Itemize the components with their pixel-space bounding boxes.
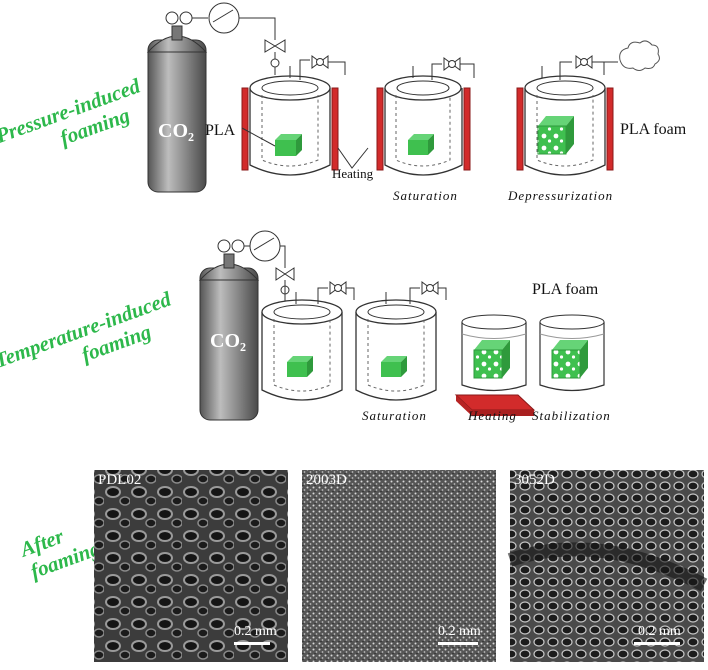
co2-cylinder-1 — [146, 2, 286, 193]
pla-label: PLA — [205, 122, 236, 139]
sem-scale-text-1: 0.2 mm — [234, 624, 277, 639]
heating-label-2: Heating — [467, 408, 517, 423]
sem-label-2: 2003D — [306, 472, 347, 488]
saturation-label-2: Saturation — [362, 408, 427, 423]
sem-scale-bar-1 — [234, 642, 270, 645]
sem-image-pdl02 — [94, 470, 288, 662]
saturation-label-1: Saturation — [393, 188, 458, 203]
vessel-a — [261, 281, 355, 401]
sem-scale-text-2: 0.2 mm — [438, 624, 481, 639]
co2-label-1: CO₂ — [158, 120, 194, 142]
co2-cylinder-2 — [198, 230, 295, 421]
sem-label-3: 3052D — [514, 472, 555, 488]
sem-row — [94, 470, 708, 662]
sem-panel-3: 3052D 0.2 mm — [510, 470, 704, 662]
vessel-2 — [376, 57, 475, 176]
sem-scale-bar-2 — [438, 642, 478, 645]
pla-foam-label-2: PLA foam — [532, 281, 599, 298]
sem-label-1: PDL02 — [98, 472, 142, 488]
heating-label-1: Heating — [332, 166, 374, 181]
sem-panel-2: 2003D 0.2 mm — [302, 470, 496, 662]
pressure-row: CO₂ PLA Heating — [146, 2, 687, 203]
stabilization-label: Stabilization — [532, 408, 611, 423]
vessel-b — [355, 281, 447, 401]
temperature-row: CO₂ — [198, 230, 611, 423]
vessel-3 — [516, 40, 660, 176]
co2-label-2: CO₂ — [210, 330, 246, 352]
stabilization-beaker — [539, 314, 605, 392]
depressurization-label: Depressurization — [507, 188, 613, 203]
sem-panel-1: PDL02 0.2 mm — [94, 470, 288, 662]
pla-foam-label-1: PLA foam — [620, 121, 687, 138]
heating-beaker — [454, 314, 536, 416]
heating-arrow-1 — [337, 147, 369, 169]
sem-scale-bar-3 — [634, 642, 680, 645]
sem-image-2003d — [302, 470, 496, 662]
vessel-1 — [241, 55, 346, 176]
sem-scale-text-3: 0.2 mm — [638, 624, 681, 639]
